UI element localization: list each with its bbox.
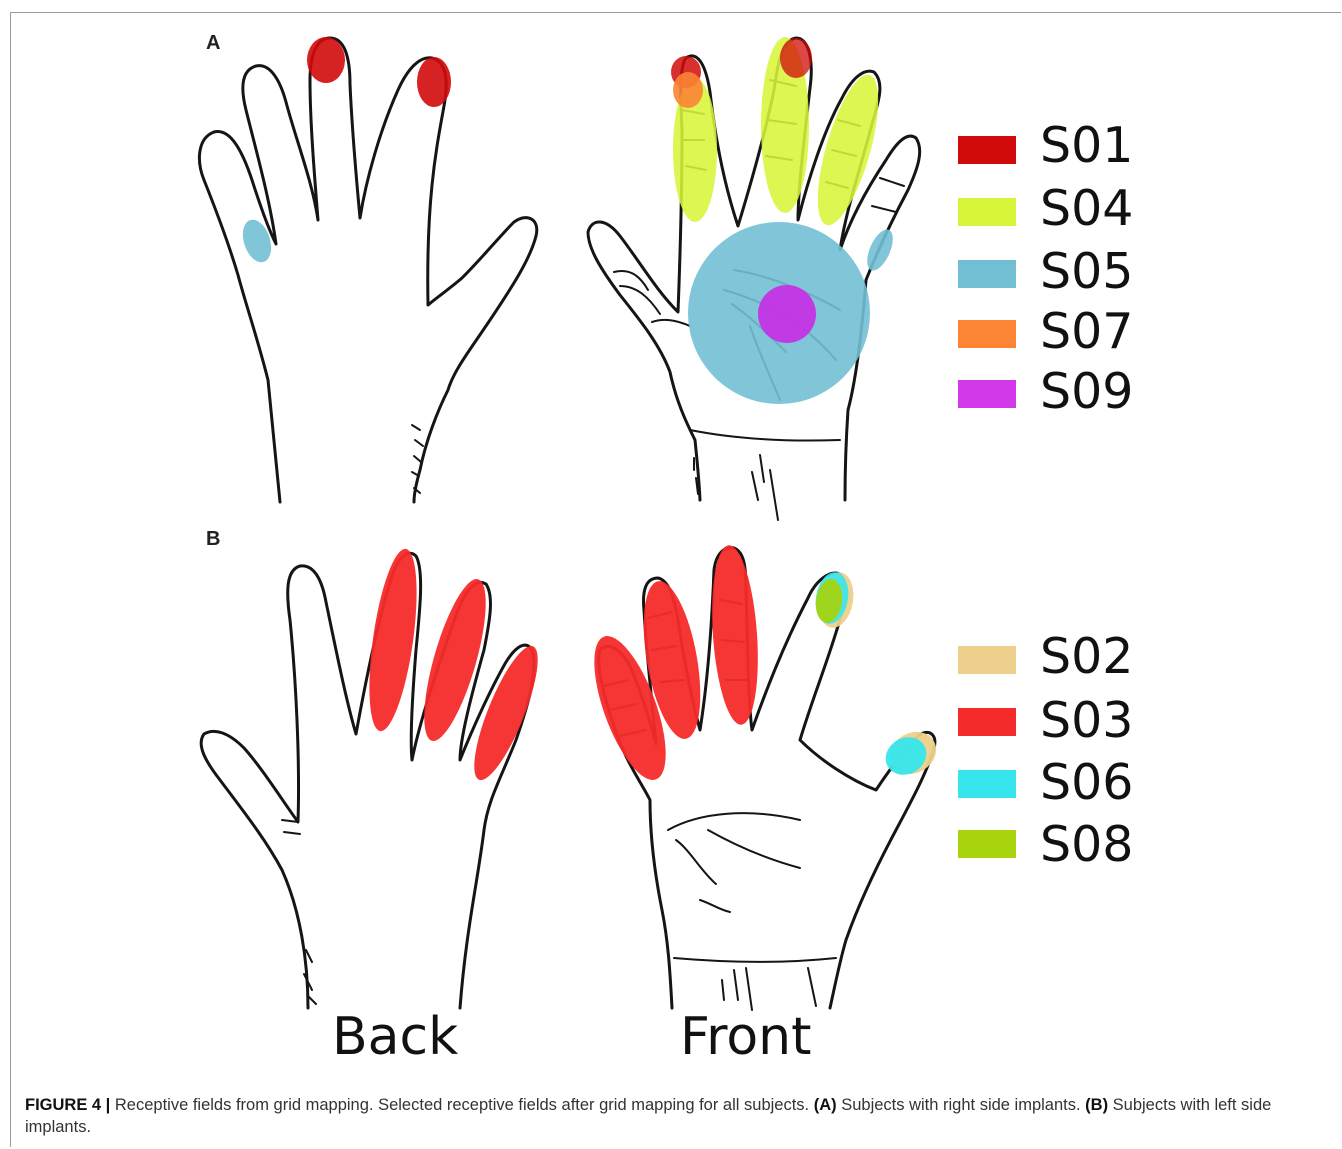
field-s01-back-ring — [417, 57, 451, 107]
legend-label-s07: S07 — [1040, 303, 1133, 360]
fields-b-front — [580, 544, 944, 789]
figure-illustration: A S01 S04 S05 S07 — [0, 0, 1342, 1085]
legend-label-s06: S06 — [1040, 754, 1133, 811]
caption-figure-number: FIGURE 4 | — [25, 1096, 110, 1114]
side-label-back: Back — [332, 1007, 458, 1067]
legend-swatch-s03 — [958, 708, 1016, 736]
side-label-front: Front — [680, 1007, 812, 1067]
caption-text-1: Receptive fields from grid mapping. Sele… — [110, 1096, 813, 1114]
hand-a-back — [199, 38, 536, 502]
field-s01-back-middle — [307, 37, 345, 83]
field-s07-front-index — [673, 72, 703, 108]
caption-tag-b: (B) — [1085, 1096, 1108, 1114]
legend-label-s08: S08 — [1040, 816, 1133, 873]
legend-swatch-s07 — [958, 320, 1016, 348]
legend-label-s02: S02 — [1040, 628, 1133, 685]
fields-b-back — [360, 546, 549, 786]
legend-label-s09: S09 — [1040, 363, 1133, 420]
field-s05-back-little — [238, 216, 276, 266]
field-s05-front-little — [862, 226, 898, 274]
legend-b: S02 S03 S06 S08 — [958, 628, 1133, 873]
legend-swatch-s09 — [958, 380, 1016, 408]
legend-label-s05: S05 — [1040, 243, 1133, 300]
field-s01-front-middle — [780, 38, 812, 78]
legend-swatch-s04 — [958, 198, 1016, 226]
legend-label-s01: S01 — [1040, 117, 1133, 174]
panel-label-a: A — [206, 32, 220, 54]
caption-text-2: Subjects with right side implants. — [837, 1096, 1086, 1114]
fields-a-front — [671, 37, 898, 404]
panel-label-b: B — [206, 528, 220, 550]
legend-swatch-s05 — [958, 260, 1016, 288]
legend-swatch-s02 — [958, 646, 1016, 674]
field-s09-front-palm — [758, 285, 816, 343]
legend-a: S01 S04 S05 S07 S09 — [958, 117, 1133, 420]
legend-swatch-s01 — [958, 136, 1016, 164]
legend-label-s04: S04 — [1040, 180, 1133, 237]
legend-swatch-s06 — [958, 770, 1016, 798]
caption-tag-a: (A) — [814, 1096, 837, 1114]
figure-caption: FIGURE 4 | Receptive fields from grid ma… — [25, 1094, 1325, 1138]
legend-label-s03: S03 — [1040, 692, 1133, 749]
legend-swatch-s08 — [958, 830, 1016, 858]
